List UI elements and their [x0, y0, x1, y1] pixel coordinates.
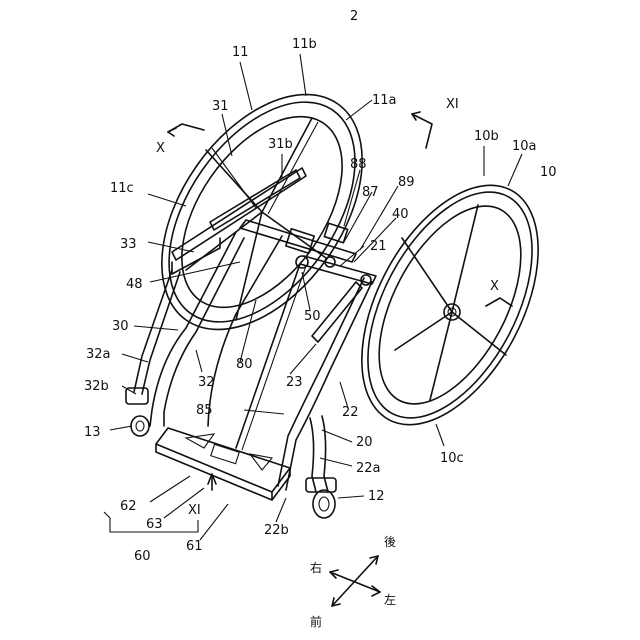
label-10: 10 — [540, 165, 557, 180]
label-61: 61 — [186, 539, 203, 554]
label-21: 21 — [370, 239, 387, 254]
label-50: 50 — [304, 309, 321, 324]
label-22: 22 — [342, 405, 359, 420]
label-62: 62 — [120, 499, 137, 514]
label-22b: 22b — [264, 523, 289, 538]
label-63: 63 — [146, 517, 163, 532]
label-10b: 10b — [474, 129, 499, 144]
label-x-right: X — [490, 279, 499, 294]
label-31b: 31b — [268, 137, 293, 152]
label-88: 88 — [350, 157, 367, 172]
label-11a: 11a — [372, 93, 397, 108]
label-31: 31 — [212, 99, 229, 114]
compass-left-label: 左 — [384, 592, 396, 607]
footrest-60 — [156, 428, 290, 500]
label-11b: 11b — [292, 37, 317, 52]
section-arrow-x-right — [486, 298, 512, 306]
label-87: 87 — [362, 185, 379, 200]
label-85: 85 — [196, 403, 213, 418]
label-33: 33 — [120, 237, 137, 252]
label-22a: 22a — [356, 461, 381, 476]
label-xi-bottom: XI — [188, 503, 201, 518]
label-30: 30 — [112, 319, 129, 334]
caster-12 — [306, 478, 336, 518]
label-x-left: X — [156, 141, 165, 156]
reference-numerals: 2 11 11b 11a 31 XI X 31b 10b 10a 10 88 1… — [84, 9, 557, 564]
compass-front-label: 前 — [310, 614, 322, 629]
compass-rear-label: 後 — [384, 535, 396, 549]
label-11c: 11c — [110, 181, 134, 196]
label-10c: 10c — [440, 451, 464, 466]
label-80: 80 — [236, 357, 253, 372]
label-32: 32 — [198, 375, 215, 390]
label-10a: 10a — [512, 139, 537, 154]
label-48: 48 — [126, 277, 143, 292]
compass-right-label: 右 — [310, 560, 322, 575]
direction-compass — [330, 556, 380, 606]
label-60: 60 — [134, 549, 151, 564]
label-32a: 32a — [86, 347, 111, 362]
label-2: 2 — [350, 9, 358, 24]
section-arrow-x-left — [168, 124, 204, 136]
caster-13 — [126, 388, 149, 436]
label-23: 23 — [286, 375, 303, 390]
label-89: 89 — [398, 175, 415, 190]
label-40: 40 — [392, 207, 409, 222]
wheel-10 — [325, 156, 574, 453]
label-13: 13 — [84, 425, 101, 440]
label-11: 11 — [232, 45, 249, 60]
section-arrow-xi-top — [412, 112, 432, 148]
label-32b: 32b — [84, 379, 109, 394]
label-12: 12 — [368, 489, 385, 504]
label-xi-top: XI — [446, 97, 459, 112]
label-20: 20 — [356, 435, 373, 450]
